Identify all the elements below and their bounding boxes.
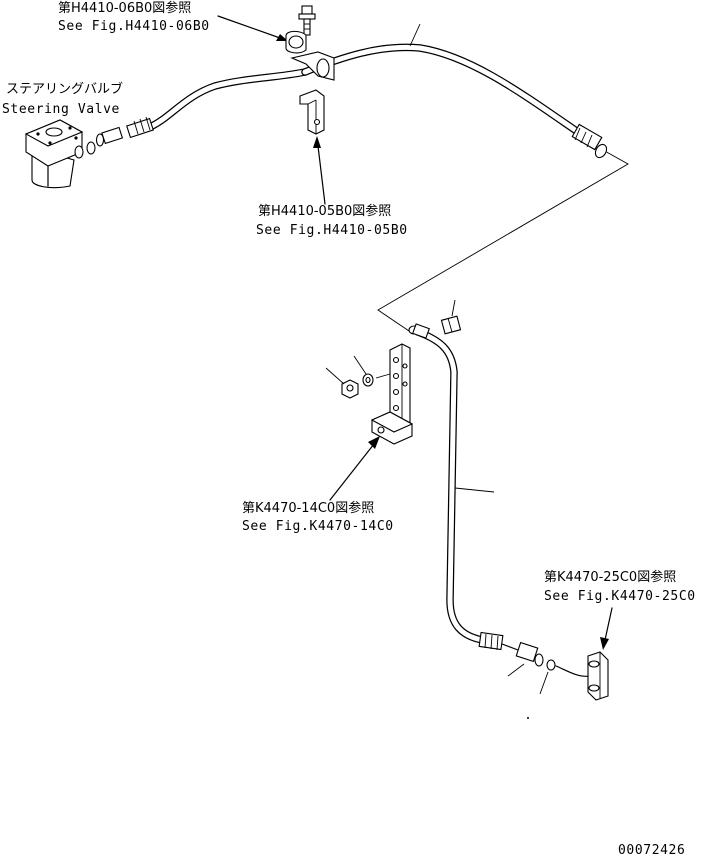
label-fig-h4410-06b0-en: See Fig.H4410-06B0 [58, 19, 210, 34]
clamp-cushion[interactable] [285, 30, 307, 54]
hose-bracket[interactable] [299, 89, 325, 135]
label-fig-h4410-06b0-jp: 第H4410-06B0図参照 [58, 0, 191, 16]
drawing-number: 00072426 [618, 843, 685, 857]
label-fig-k4470-25c0-en: See Fig.K4470-25C0 [544, 589, 696, 604]
upper-tube-end-fitting[interactable] [571, 123, 609, 159]
label-fig-k4470-25c0[interactable]: 第K4470-25C0図参照 See Fig.K4470-25C0 [544, 569, 696, 604]
clamp-plate[interactable] [290, 51, 335, 81]
tube-clip[interactable] [440, 299, 462, 335]
label-fig-h4410-05b0-en: See Fig.H4410-05B0 [256, 223, 408, 238]
lower-tube[interactable] [414, 328, 495, 644]
label-steering-valve: ステアリングバルブ Steering Valve [2, 81, 123, 117]
short-tube [501, 643, 519, 651]
lower-tube-leader [454, 487, 495, 493]
mounting-bracket[interactable] [370, 343, 414, 445]
label-fig-k4470-25c0-jp: 第K4470-25C0図参照 [544, 569, 676, 585]
label-fig-k4470-14c0-jp: 第K4470-14C0図参照 [242, 500, 374, 516]
o-ring-upper[interactable] [86, 141, 96, 155]
bolt-center-line [375, 373, 391, 379]
stray-mark [527, 717, 529, 719]
leader-arrow-05b0 [313, 136, 326, 205]
label-fig-k4470-14c0[interactable]: 第K4470-14C0図参照 See Fig.K4470-14C0 [242, 500, 394, 534]
adapter-fitting[interactable] [95, 126, 124, 147]
lower-tube-top-fitting[interactable] [408, 323, 430, 339]
hose-end-fitting[interactable] [126, 116, 154, 139]
bracket-nut[interactable] [325, 367, 359, 399]
label-fig-k4470-14c0-en: See Fig.K4470-14C0 [242, 519, 394, 534]
upper-tube[interactable] [301, 23, 579, 134]
label-fig-h4410-05b0[interactable]: 第H4410-05B0図参照 See Fig.H4410-05B0 [256, 203, 408, 238]
lower-tube-end-fitting[interactable] [478, 631, 504, 651]
continuation-line [377, 149, 629, 334]
connector-block[interactable] [555, 651, 609, 701]
leader-arrow-25c0 [600, 607, 613, 650]
clamp-bolt[interactable] [298, 5, 316, 36]
leader-arrow-14c0 [329, 436, 380, 501]
tube-leader [409, 23, 421, 47]
steering-valve[interactable] [24, 119, 84, 189]
leader-arrow-06b0 [217, 15, 288, 41]
bottom-adapter[interactable] [507, 641, 544, 677]
steering-valve-label-jp: ステアリングバルブ [6, 81, 123, 97]
label-fig-h4410-06b0[interactable]: 第H4410-06B0図参照 See Fig.H4410-06B0 [58, 0, 210, 34]
steering-valve-label-en: Steering Valve [2, 102, 120, 117]
upper-hose[interactable] [146, 68, 309, 131]
bracket-washer[interactable] [353, 355, 374, 387]
o-ring-lower[interactable] [539, 659, 556, 695]
label-fig-h4410-05b0-jp: 第H4410-05B0図参照 [258, 203, 391, 219]
